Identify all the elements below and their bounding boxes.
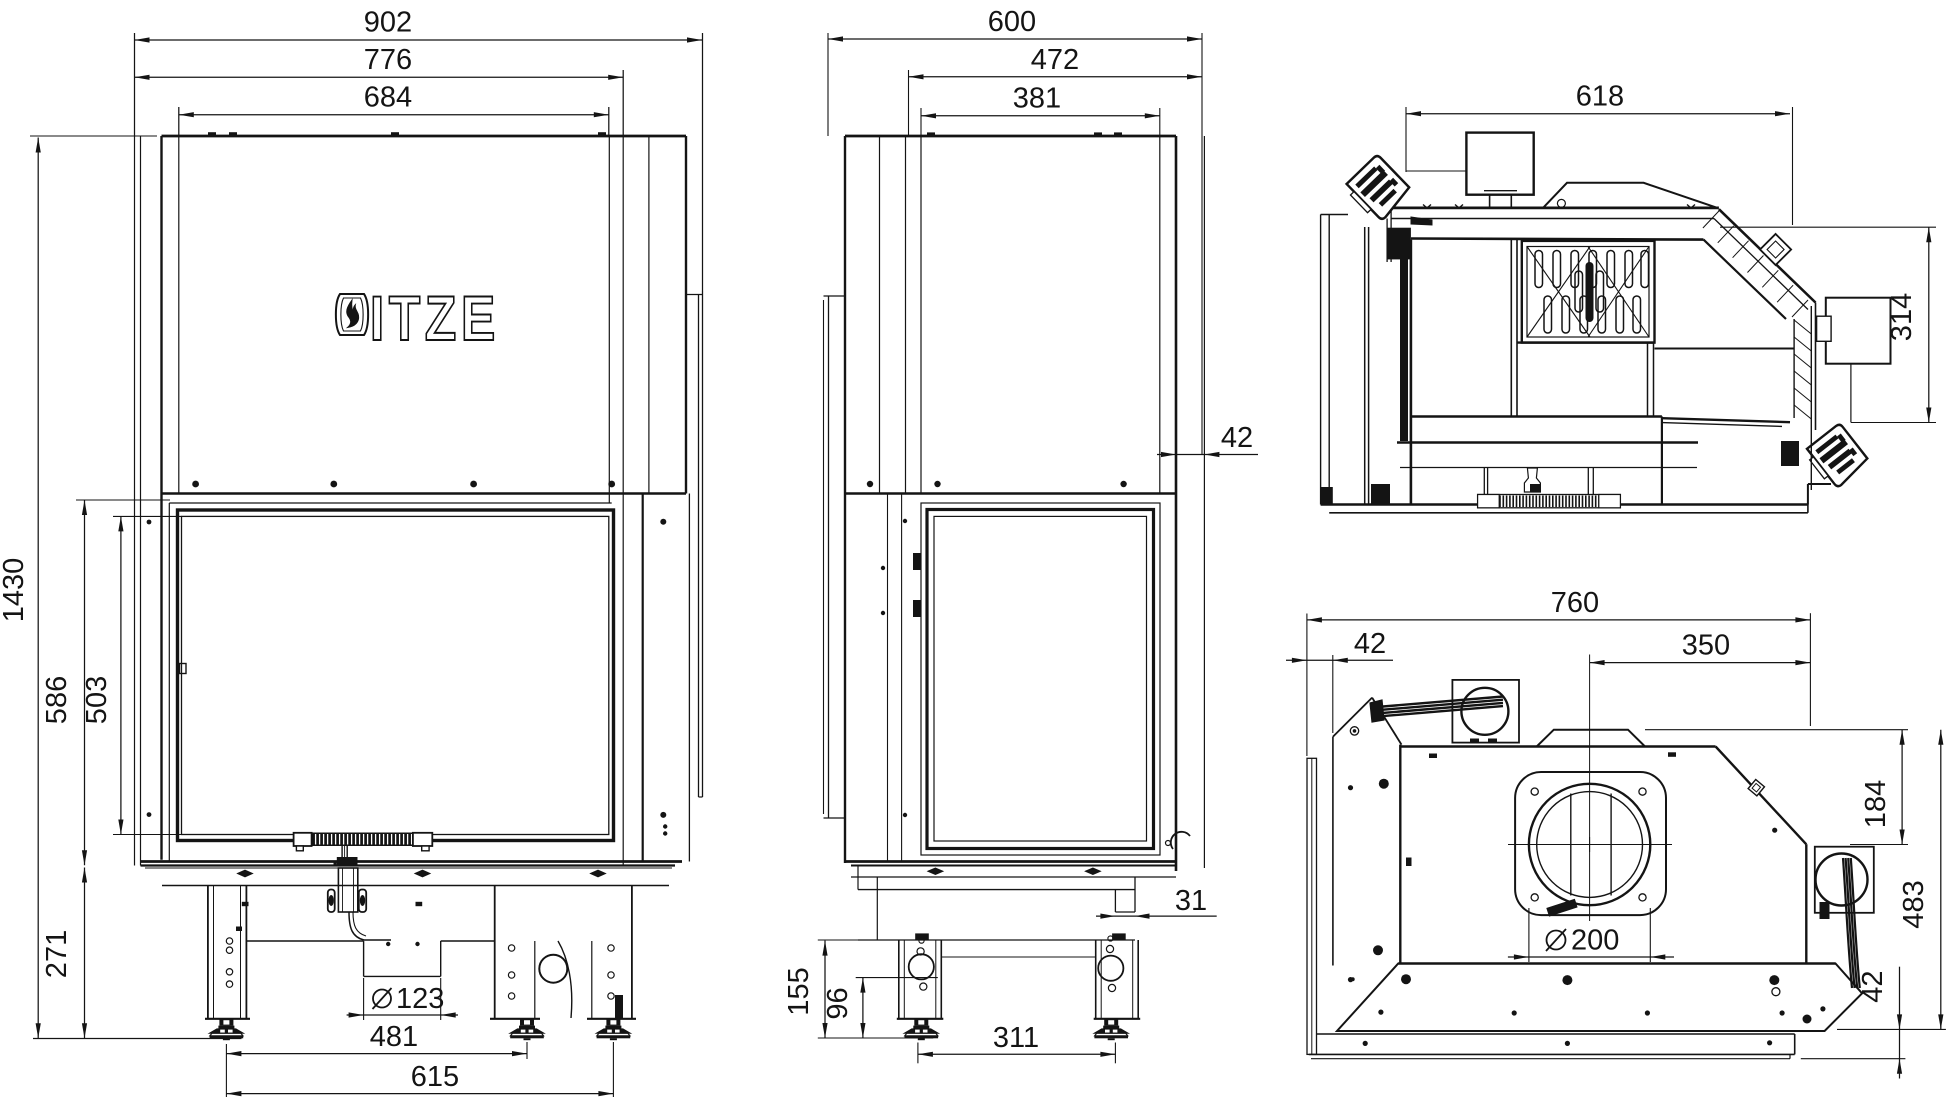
svg-text:184: 184 bbox=[1860, 780, 1892, 828]
svg-text:776: 776 bbox=[364, 44, 412, 76]
svg-text:42: 42 bbox=[1857, 970, 1889, 1002]
svg-text:586: 586 bbox=[41, 676, 73, 724]
svg-text:42: 42 bbox=[1221, 422, 1253, 454]
svg-text:600: 600 bbox=[988, 6, 1036, 38]
svg-text:902: 902 bbox=[364, 7, 412, 39]
svg-text:381: 381 bbox=[1013, 83, 1061, 115]
svg-text:760: 760 bbox=[1551, 587, 1599, 619]
svg-text:615: 615 bbox=[411, 1061, 459, 1093]
svg-text:311: 311 bbox=[993, 1022, 1039, 1054]
svg-text:350: 350 bbox=[1682, 630, 1730, 662]
svg-text:155: 155 bbox=[783, 967, 815, 1015]
svg-text:483: 483 bbox=[1898, 880, 1930, 928]
svg-text:472: 472 bbox=[1031, 44, 1079, 76]
svg-text:684: 684 bbox=[364, 81, 412, 113]
svg-text:31: 31 bbox=[1175, 885, 1207, 917]
svg-text:96: 96 bbox=[822, 987, 854, 1019]
svg-text:200: 200 bbox=[1571, 925, 1619, 957]
svg-text:1430: 1430 bbox=[0, 558, 30, 623]
svg-text:ITZE: ITZE bbox=[370, 284, 500, 354]
svg-text:481: 481 bbox=[370, 1021, 418, 1053]
svg-text:618: 618 bbox=[1576, 81, 1624, 113]
svg-text:271: 271 bbox=[41, 930, 73, 978]
svg-text:503: 503 bbox=[81, 676, 113, 724]
svg-text:42: 42 bbox=[1354, 628, 1386, 660]
svg-text:123: 123 bbox=[396, 983, 444, 1015]
